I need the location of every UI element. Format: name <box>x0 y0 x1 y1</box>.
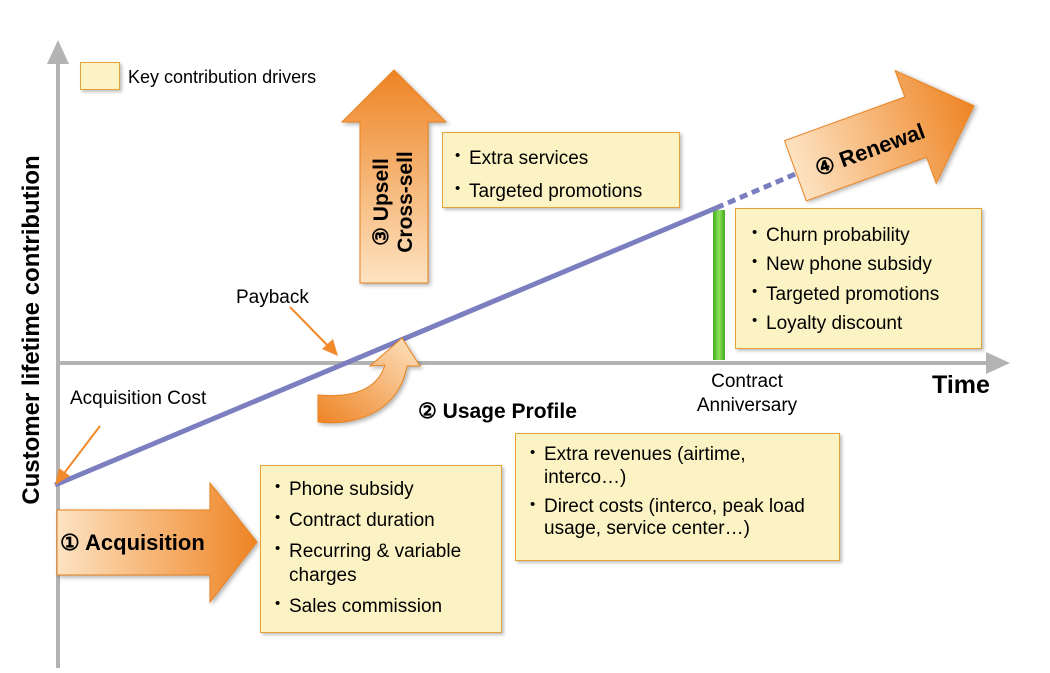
upsell-arrow <box>340 69 448 284</box>
list-item: Loyalty discount <box>748 309 969 338</box>
usage-drivers-box: Extra revenues (airtime, interco…) Direc… <box>515 433 840 561</box>
acquisition-cost-label: Acquisition Cost <box>70 388 207 409</box>
contract-anniversary-label: Contract Anniversary <box>682 370 812 418</box>
usage-curved-arrow <box>317 337 421 424</box>
anniversary-bar <box>713 210 725 360</box>
payback-label: Payback <box>236 287 309 308</box>
contract-anniversary-line1: Contract <box>711 371 783 392</box>
renewal-arrow <box>783 69 975 202</box>
list-item: Churn probability <box>748 221 969 250</box>
x-axis <box>58 352 1010 374</box>
payback-pointer-arrow <box>289 306 338 356</box>
list-item: Sales commission <box>271 595 491 618</box>
upsell-label: ③ Upsell Cross-sell <box>370 151 418 253</box>
list-item: Direct costs (interco, peak load usage, … <box>526 496 829 542</box>
contribution-line-projection <box>715 169 801 211</box>
acquisition-label: ① Acquisition <box>60 530 205 555</box>
acquisition-cost-pointer-arrow <box>55 425 101 485</box>
upsell-label-line2: Cross-sell <box>394 151 417 253</box>
x-axis-title: Time <box>932 371 990 399</box>
legend-swatch <box>80 62 120 90</box>
list-item: Contract duration <box>271 509 491 532</box>
list-item: Extra services <box>451 145 671 174</box>
acquisition-arrow <box>56 481 258 604</box>
list-item: Recurring & variable charges <box>271 540 491 586</box>
upsell-drivers-box: Extra services Targeted promotions <box>442 132 680 208</box>
contribution-line <box>54 205 717 488</box>
list-item: Phone subsidy <box>271 478 491 501</box>
upsell-label-line1: ③ Upsell <box>369 158 393 246</box>
usage-profile-label: ② Usage Profile <box>418 400 577 423</box>
contract-anniversary-line2: Anniversary <box>696 394 798 416</box>
list-item: Targeted promotions <box>748 280 969 309</box>
list-item: Targeted promotions <box>451 178 671 207</box>
y-axis-title: Customer lifetime contribution <box>18 155 45 505</box>
renewal-drivers-box: Churn probability New phone subsidy Targ… <box>735 208 982 349</box>
legend-label: Key contribution drivers <box>128 67 317 87</box>
acquisition-drivers-box: Phone subsidy Contract duration Recurrin… <box>260 465 502 633</box>
list-item: Extra revenues (airtime, interco…) <box>526 444 829 490</box>
list-item: New phone subsidy <box>748 250 969 279</box>
